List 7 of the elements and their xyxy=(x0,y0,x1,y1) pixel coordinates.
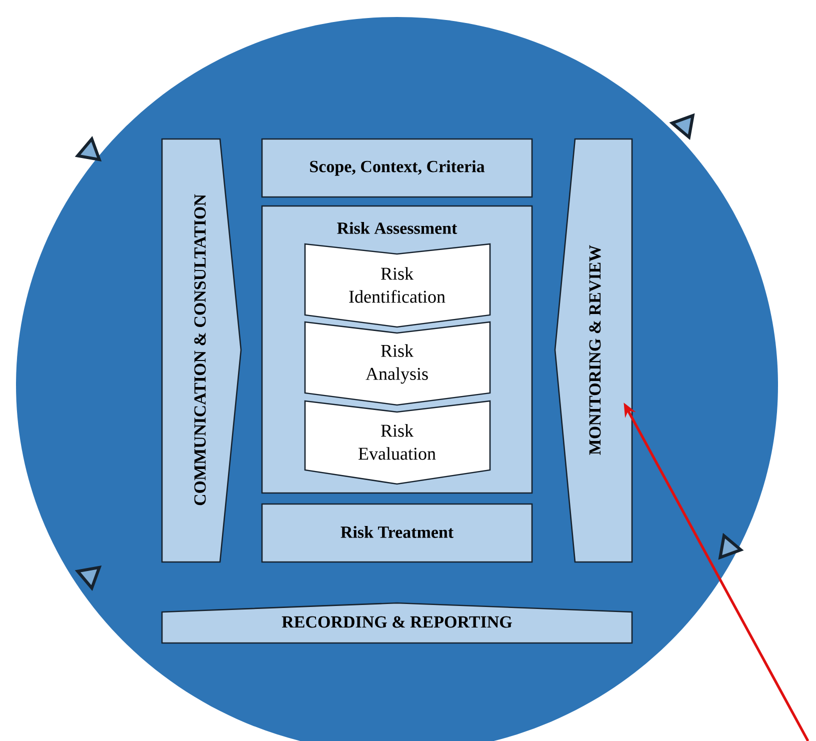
chevron-box: Risk Evaluation xyxy=(304,400,491,485)
process-box: Scope, Context, Criteria xyxy=(261,138,533,198)
chevron-box: Risk Identification xyxy=(304,243,491,328)
process-box: Risk Treatment xyxy=(261,503,533,563)
side-arrow-bar: MONITORING & REVIEW xyxy=(554,138,633,563)
chevron-box: Risk Analysis xyxy=(304,321,491,406)
side-arrow-bar: COMMUNICATION & CONSULTATION xyxy=(161,138,242,563)
